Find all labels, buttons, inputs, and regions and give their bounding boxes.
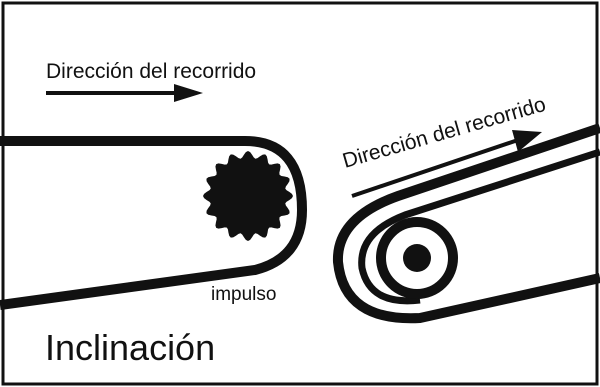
idler-roller xyxy=(376,217,458,299)
drive-roller-gear xyxy=(203,151,293,241)
right-belt-outer xyxy=(332,123,600,324)
diagram-title: Inclinación xyxy=(45,327,215,368)
direction-arrow-left xyxy=(46,84,203,102)
direction-label-left: Dirección del recorrido xyxy=(46,60,256,83)
direction-arrow-right xyxy=(351,130,542,198)
left-belt xyxy=(0,136,307,310)
inclined-belt-assembly xyxy=(332,123,600,324)
right-belt-inner xyxy=(358,148,600,305)
drive-label: impulso xyxy=(211,284,276,305)
